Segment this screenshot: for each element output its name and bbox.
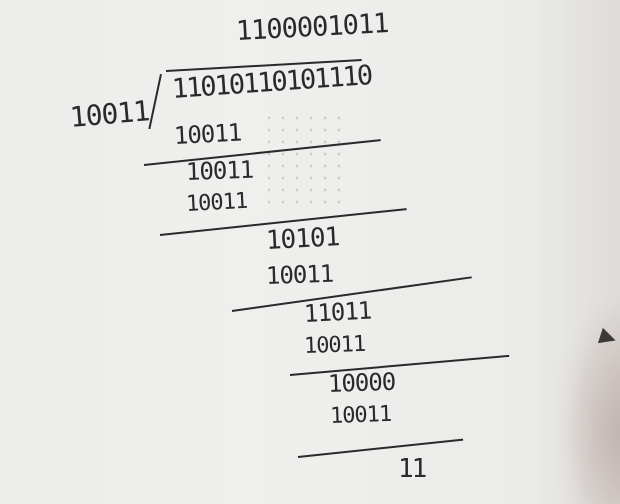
step-3-subtrahend: 10011 [265, 259, 334, 290]
step-4-subtrahend: 10011 [303, 331, 366, 359]
step-3-remainder: 10101 [265, 222, 340, 256]
step-5-subtrahend: 10011 [329, 401, 392, 429]
quotient-text: 1100001011 [235, 8, 390, 47]
hand-icon [560, 294, 620, 504]
step-4-remainder: 11011 [303, 296, 372, 328]
step-5-underline [297, 438, 464, 458]
step-5-remainder: 10000 [327, 367, 396, 398]
step-2-subtrahend: 10011 [185, 188, 248, 217]
step-1-subtrahend: 10011 [173, 118, 242, 150]
division-bracket [148, 74, 162, 130]
step-2-remainder: 10011 [185, 155, 254, 186]
final-remainder: 11 [398, 454, 427, 484]
divisor-text: 10011 [68, 94, 151, 134]
faint-guide-dots [262, 112, 342, 212]
